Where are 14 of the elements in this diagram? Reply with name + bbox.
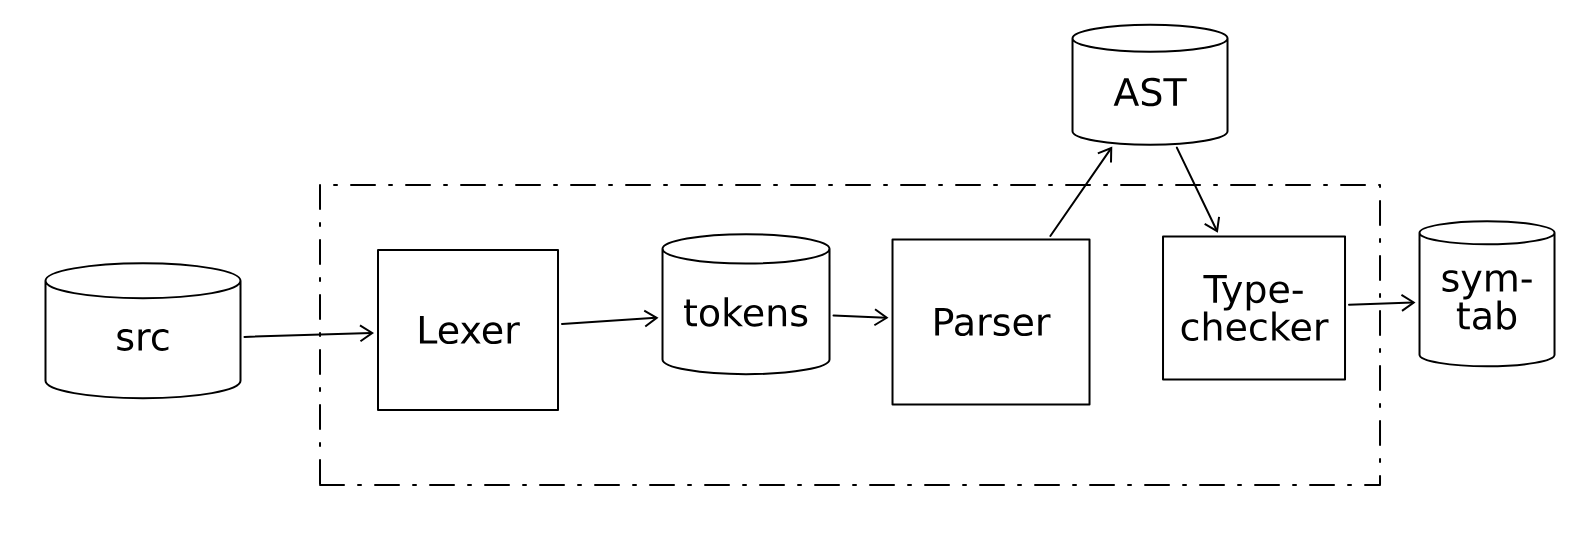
- arrow: [1175, 146, 1221, 233]
- arrow: [561, 309, 659, 328]
- dashed-frame: [319, 184, 1381, 486]
- arrow: [1348, 293, 1416, 312]
- process-box: Parser: [891, 238, 1091, 406]
- cylinder: tokens: [661, 233, 831, 376]
- arrow: [1049, 146, 1113, 238]
- process-box: Type- checker: [1162, 235, 1346, 381]
- process-box: Lexer: [377, 249, 559, 411]
- cylinder: AST: [1071, 23, 1229, 146]
- arrow: [243, 324, 374, 343]
- cylinder: sym- tab: [1418, 220, 1556, 368]
- cylinder: src: [44, 262, 242, 400]
- arrow: [832, 308, 889, 327]
